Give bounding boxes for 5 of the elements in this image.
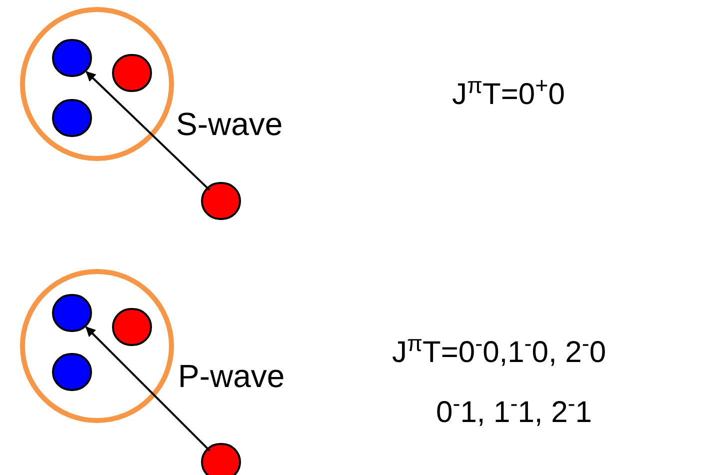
quantum-numbers: J$^{π}$T=0$^{+}$0 — [452, 80, 565, 110]
quantum-numbers: J$^{π}$T=0$^{-}$0,1$^{-}$0, 2$^{-}$0 — [392, 338, 606, 368]
quantum-numbers: 0$^{-}$1, 1$^{-}$1, 2$^{-}$1 — [436, 398, 592, 428]
arrow — [86, 71, 210, 191]
arrow — [85, 326, 210, 452]
